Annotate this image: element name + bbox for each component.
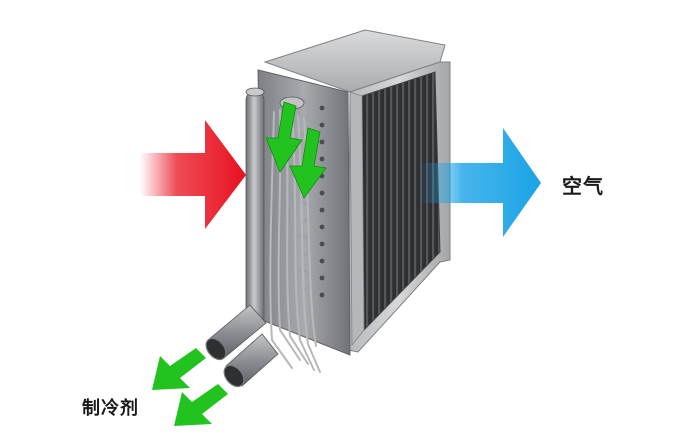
green-arrow-icon bbox=[289, 127, 327, 199]
green-arrow-icon bbox=[152, 348, 206, 390]
top-frame bbox=[263, 29, 446, 93]
refrigerant-outlet-pipes bbox=[205, 304, 279, 388]
air-inlet-arrow bbox=[140, 120, 246, 229]
green-arrow-icon bbox=[174, 384, 228, 426]
air-label: 空气 bbox=[562, 174, 604, 198]
red-arrow-icon bbox=[140, 120, 246, 229]
tube-sheet bbox=[319, 105, 325, 298]
blue-arrow-icon bbox=[420, 128, 541, 237]
green-arrow-icon bbox=[265, 101, 303, 173]
header-pipe bbox=[245, 91, 265, 328]
air-outlet-arrow bbox=[420, 128, 541, 237]
inner-frame-edge bbox=[349, 91, 365, 347]
refrigerant-outflow-arrows bbox=[152, 348, 228, 426]
header-pipe-cap bbox=[245, 87, 265, 97]
refrigerant-inflow-arrows bbox=[265, 101, 327, 199]
refrigerant-label: 制冷剂 bbox=[82, 398, 139, 419]
heat-exchanger-unit bbox=[205, 29, 451, 388]
